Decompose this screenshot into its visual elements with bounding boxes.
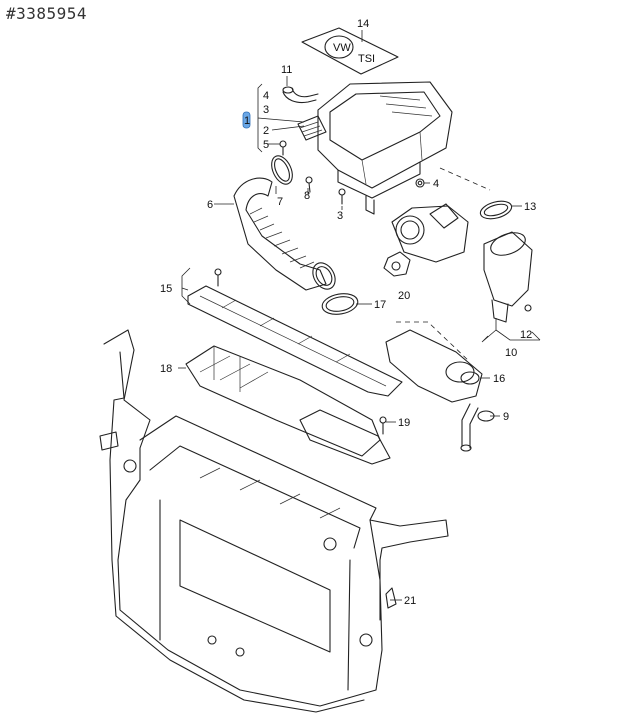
callout-3-upper[interactable]: 3 <box>263 104 269 116</box>
part-screw-5[interactable] <box>279 140 287 156</box>
part-lock-carrier-cover[interactable] <box>187 285 403 397</box>
callout-15[interactable]: 15 <box>160 283 172 295</box>
part-engine-cover[interactable]: VW TSI <box>301 27 399 75</box>
part-air-inlet-16[interactable] <box>385 329 483 403</box>
callout-4-lower[interactable]: 4 <box>433 178 439 190</box>
part-screw-3[interactable] <box>338 188 346 205</box>
callout-16[interactable]: 16 <box>493 373 505 385</box>
cover-badge-text: TSI <box>358 53 375 65</box>
callout-12[interactable]: 12 <box>520 329 532 341</box>
part-hose-9[interactable] <box>460 403 495 452</box>
callout-20[interactable]: 20 <box>398 290 410 302</box>
callout-5[interactable]: 5 <box>263 139 269 151</box>
callout-3-lower[interactable]: 3 <box>337 210 343 222</box>
part-front-end-carrier[interactable] <box>99 329 449 713</box>
callout-7[interactable]: 7 <box>277 196 283 208</box>
part-1-highlight-marker[interactable] <box>242 111 251 129</box>
part-screw-8[interactable] <box>305 176 313 193</box>
cover-logo-text: VW <box>333 42 351 54</box>
callout-10[interactable]: 10 <box>505 347 517 359</box>
callout-18[interactable]: 18 <box>160 363 172 375</box>
part-screw-15[interactable] <box>214 268 222 287</box>
part-breather-hose[interactable] <box>282 86 319 104</box>
part-air-filter-housing[interactable] <box>297 81 453 215</box>
callout-21[interactable]: 21 <box>404 595 416 607</box>
callout-14[interactable]: 14 <box>357 18 369 30</box>
part-screw-19[interactable] <box>379 416 387 435</box>
callout-17[interactable]: 17 <box>374 299 386 311</box>
callout-1[interactable]: 1 <box>244 115 250 127</box>
part-air-guide[interactable] <box>185 345 391 465</box>
part-clamp-upper[interactable] <box>268 153 297 188</box>
callout-6[interactable]: 6 <box>207 199 213 211</box>
callout-2[interactable]: 2 <box>263 125 269 137</box>
diagram-reference-id: #3385954 <box>6 4 88 23</box>
callout-9[interactable]: 9 <box>503 411 509 423</box>
part-intake-connector[interactable] <box>483 228 533 323</box>
part-clamp-lower[interactable] <box>321 291 360 317</box>
callout-11[interactable]: 11 <box>281 64 292 76</box>
callout-13[interactable]: 13 <box>524 201 536 213</box>
callout-8[interactable]: 8 <box>304 190 310 202</box>
part-clamp-13[interactable] <box>478 198 513 222</box>
part-intake-duct[interactable] <box>233 177 340 293</box>
callout-19[interactable]: 19 <box>398 417 410 429</box>
part-throttle-assembly[interactable] <box>383 203 469 277</box>
callout-4-upper[interactable]: 4 <box>263 90 269 102</box>
part-grommet-4[interactable] <box>415 178 425 188</box>
